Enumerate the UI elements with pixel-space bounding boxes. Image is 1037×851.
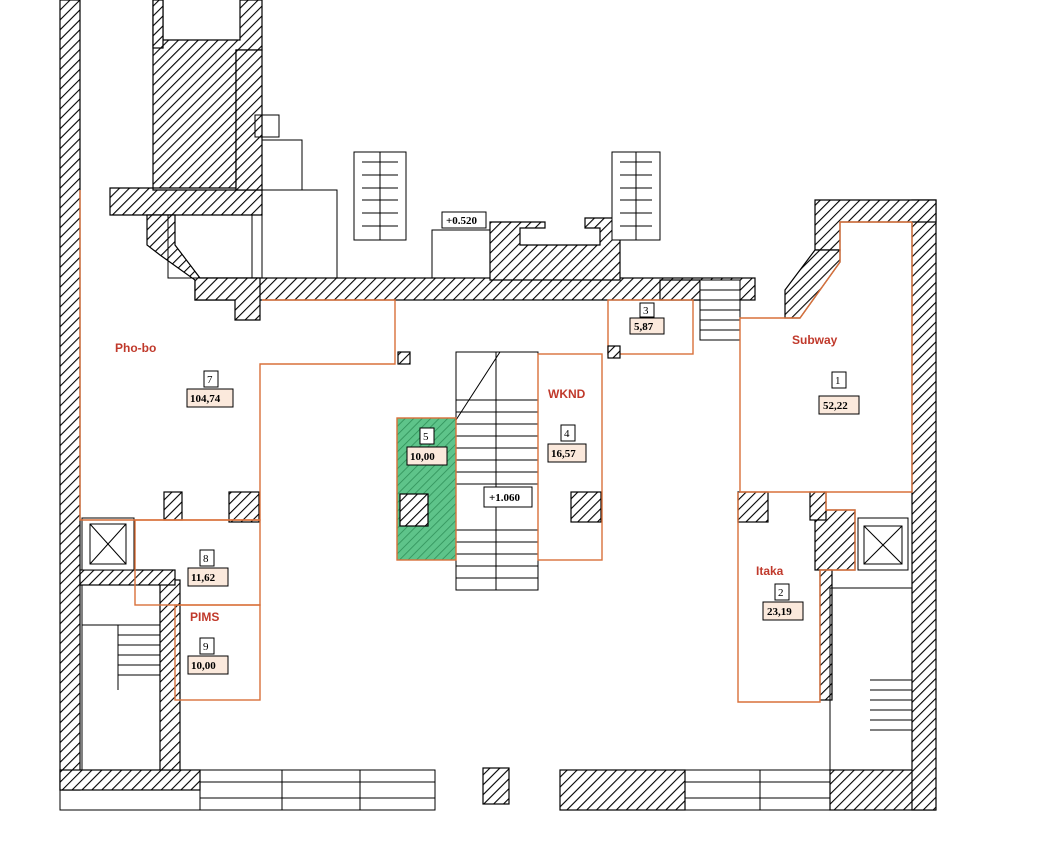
room-tag-9[interactable]: 9 10,00 — [187, 637, 229, 675]
svg-text:+1.060: +1.060 — [489, 492, 521, 504]
room-tag-5[interactable]: 5 10,00 — [406, 427, 448, 466]
central-stair — [455, 351, 539, 591]
svg-text:2: 2 — [778, 587, 784, 599]
svg-text:23,19: 23,19 — [767, 606, 792, 618]
svg-text:16,57: 16,57 — [551, 448, 576, 460]
svg-text:10,00: 10,00 — [191, 660, 216, 672]
svg-text:+0.520: +0.520 — [446, 215, 478, 227]
svg-text:3: 3 — [643, 305, 649, 317]
room-tag-2[interactable]: 2 23,19 — [762, 583, 804, 621]
svg-text:11,62: 11,62 — [191, 572, 216, 584]
svg-text:1: 1 — [835, 375, 841, 387]
svg-text:104,74: 104,74 — [190, 393, 221, 405]
tenant-label-wknd: WKND — [548, 387, 586, 401]
exterior-walls — [59, 0, 937, 811]
room-tag-4[interactable]: 4 16,57 — [547, 424, 587, 463]
utility-box-right — [607, 345, 621, 359]
bottom-facade — [59, 767, 831, 811]
room-tag-3[interactable]: 3 5,87 — [629, 302, 665, 335]
lower-right-stair — [829, 517, 913, 771]
room-outlines — [79, 190, 913, 703]
tenant-label-phobo: Pho-bo — [115, 341, 156, 355]
level-marker-stair: +1.060 — [483, 486, 533, 508]
level-marker-upper: +0.520 — [441, 211, 487, 229]
lower-left-stair — [81, 517, 161, 771]
svg-text:7: 7 — [207, 374, 213, 386]
svg-text:10,00: 10,00 — [410, 451, 435, 463]
utility-box-left — [397, 351, 411, 365]
svg-text:8: 8 — [203, 553, 209, 565]
room-tag-7[interactable]: 7 104,74 — [186, 370, 234, 408]
room-tag-8[interactable]: 8 11,62 — [187, 549, 229, 587]
svg-text:5: 5 — [423, 431, 429, 443]
tenant-label-subway: Subway — [792, 333, 838, 347]
svg-text:4: 4 — [564, 428, 570, 440]
upper-stairs — [353, 151, 741, 341]
tenant-label-pims: PIMS — [190, 610, 219, 624]
svg-text:9: 9 — [203, 641, 209, 653]
tenant-label-itaka: Itaka — [756, 564, 784, 578]
upper-left-rooms — [167, 114, 491, 279]
svg-text:52,22: 52,22 — [823, 400, 848, 412]
svg-text:5,87: 5,87 — [634, 321, 654, 333]
room-tag-1[interactable]: 1 52,22 — [818, 371, 860, 415]
